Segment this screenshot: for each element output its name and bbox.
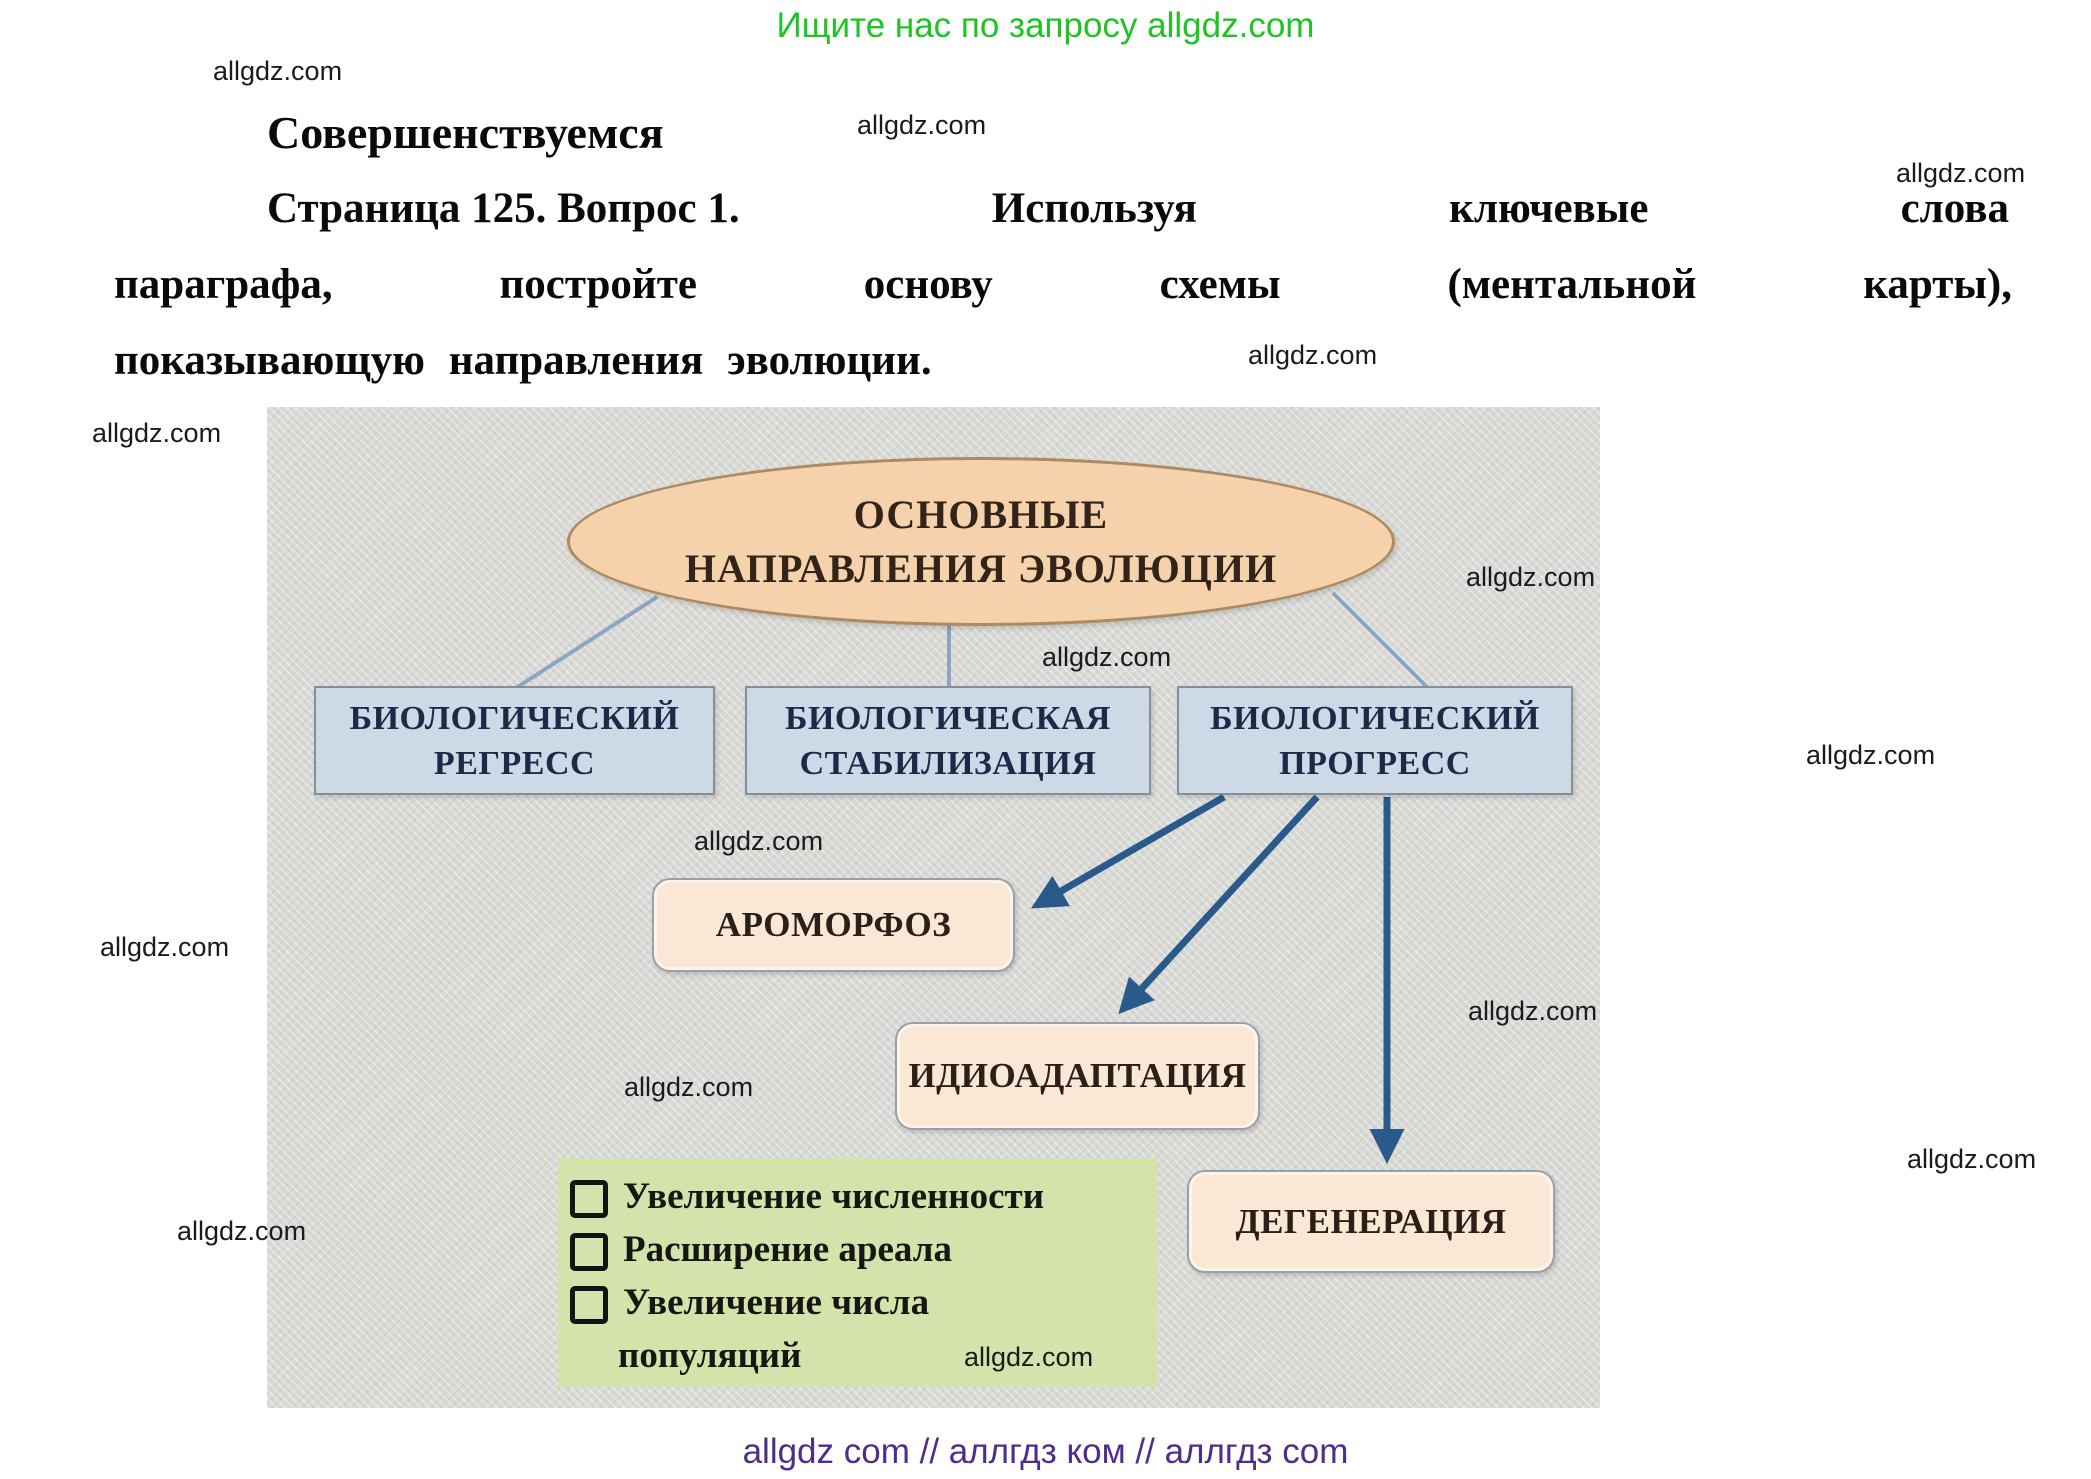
question-line-3: показывающую направления эволюции.	[114, 337, 932, 384]
question-segment: основу	[863, 261, 993, 308]
promo-banner: Ищите нас по запросу allgdz.com	[776, 6, 1315, 45]
question-segment: Страница 125. Вопрос 1.	[267, 185, 740, 232]
node-label: СТАБИЛИЗАЦИЯ	[799, 744, 1097, 782]
question-line-1: Страница 125. Вопрос 1. Используя ключев…	[267, 184, 2009, 233]
criteria-label: Расширение ареала	[623, 1229, 952, 1270]
node-label: БИОЛОГИЧЕСКИЙ	[1210, 699, 1540, 737]
watermark: allgdz.com	[1466, 562, 1596, 592]
connector-line	[514, 595, 659, 690]
question-segment: параграфа,	[114, 261, 333, 308]
root-node-line2: НАПРАВЛЕНИЯ ЭВОЛЮЦИИ	[684, 545, 1278, 591]
arrow-to-idioadaptation	[1118, 794, 1320, 1015]
node-label: ПРОГРЕСС	[1279, 744, 1471, 782]
node-aromorphosis: АРОМОРФОЗ	[652, 878, 1015, 972]
arrow-to-aromorphosis	[1030, 793, 1226, 909]
root-node-line1: ОСНОВНЫЕ	[853, 491, 1109, 537]
connector-lines	[514, 591, 1430, 1164]
watermark: allgdz.com	[1806, 740, 1936, 770]
section-title: Совершенствуемся	[267, 107, 664, 158]
watermark: allgdz.com	[857, 110, 987, 140]
question-segment: Используя	[991, 185, 1197, 232]
criteria-label: популяций	[618, 1335, 802, 1376]
watermark: allgdz.com	[213, 56, 343, 86]
watermark: allgdz.com	[1896, 158, 2026, 188]
question-line-2: параграфа, постройте основу схемы (мента…	[114, 260, 2012, 309]
watermark: allgdz.com	[100, 932, 230, 962]
node-degeneration: ДЕГЕНЕРАЦИЯ	[1187, 1170, 1555, 1273]
watermark: allgdz.com	[1468, 996, 1598, 1026]
question-segment: схемы	[1159, 261, 1281, 308]
watermark: allgdz.com	[694, 826, 824, 856]
node-biological-stabilization: БИОЛОГИЧЕСКАЯ СТАБИЛИЗАЦИЯ	[745, 686, 1151, 795]
watermark: allgdz.com	[964, 1342, 1094, 1372]
watermark: allgdz.com	[624, 1072, 754, 1102]
root-node-main-directions: ОСНОВНЫЕ НАПРАВЛЕНИЯ ЭВОЛЮЦИИ	[567, 457, 1395, 626]
question-segment: слова	[1900, 185, 2009, 232]
node-biological-regress: БИОЛОГИЧЕСКИЙ РЕГРЕСС	[314, 686, 715, 795]
checkbox-icon	[570, 1286, 608, 1324]
criteria-item-continuation: популяций	[570, 1333, 1152, 1379]
criteria-item: Увеличение числа	[570, 1280, 1152, 1326]
criteria-label: Увеличение численности	[623, 1176, 1045, 1217]
node-label: БИОЛОГИЧЕСКИЙ	[349, 699, 680, 737]
checkbox-icon	[570, 1233, 608, 1271]
evolution-diagram: ОСНОВНЫЕ НАПРАВЛЕНИЯ ЭВОЛЮЦИИ БИОЛОГИЧЕС…	[267, 407, 1600, 1408]
node-label: РЕГРЕСС	[433, 744, 596, 782]
question-segment: ключевые	[1449, 185, 1649, 232]
watermark: allgdz.com	[1907, 1144, 2037, 1174]
criteria-item: Расширение ареала	[570, 1227, 1152, 1273]
node-label: БИОЛОГИЧЕСКАЯ	[785, 699, 1111, 737]
criteria-item: Увеличение численности	[570, 1174, 1152, 1220]
connector-line	[1331, 591, 1430, 690]
node-biological-progress: БИОЛОГИЧЕСКИЙ ПРОГРЕСС	[1177, 686, 1573, 795]
checkbox-icon	[570, 1180, 608, 1218]
watermark: allgdz.com	[92, 418, 222, 448]
question-segment: (ментальной	[1447, 261, 1697, 308]
progress-criteria-panel: Увеличение численности Расширение ареала…	[558, 1158, 1158, 1387]
question-segment: постройте	[499, 261, 697, 308]
watermark: allgdz.com	[177, 1216, 307, 1246]
watermark: allgdz.com	[1248, 340, 1378, 370]
node-idioadaptation: ИДИОАДАПТАЦИЯ	[895, 1022, 1260, 1130]
watermark: allgdz.com	[1042, 642, 1172, 672]
question-segment: карты),	[1863, 261, 2012, 308]
footer-domains: allgdz com // аллгдз ком // аллгдз com	[742, 1432, 1349, 1471]
criteria-label: Увеличение числа	[623, 1282, 930, 1323]
